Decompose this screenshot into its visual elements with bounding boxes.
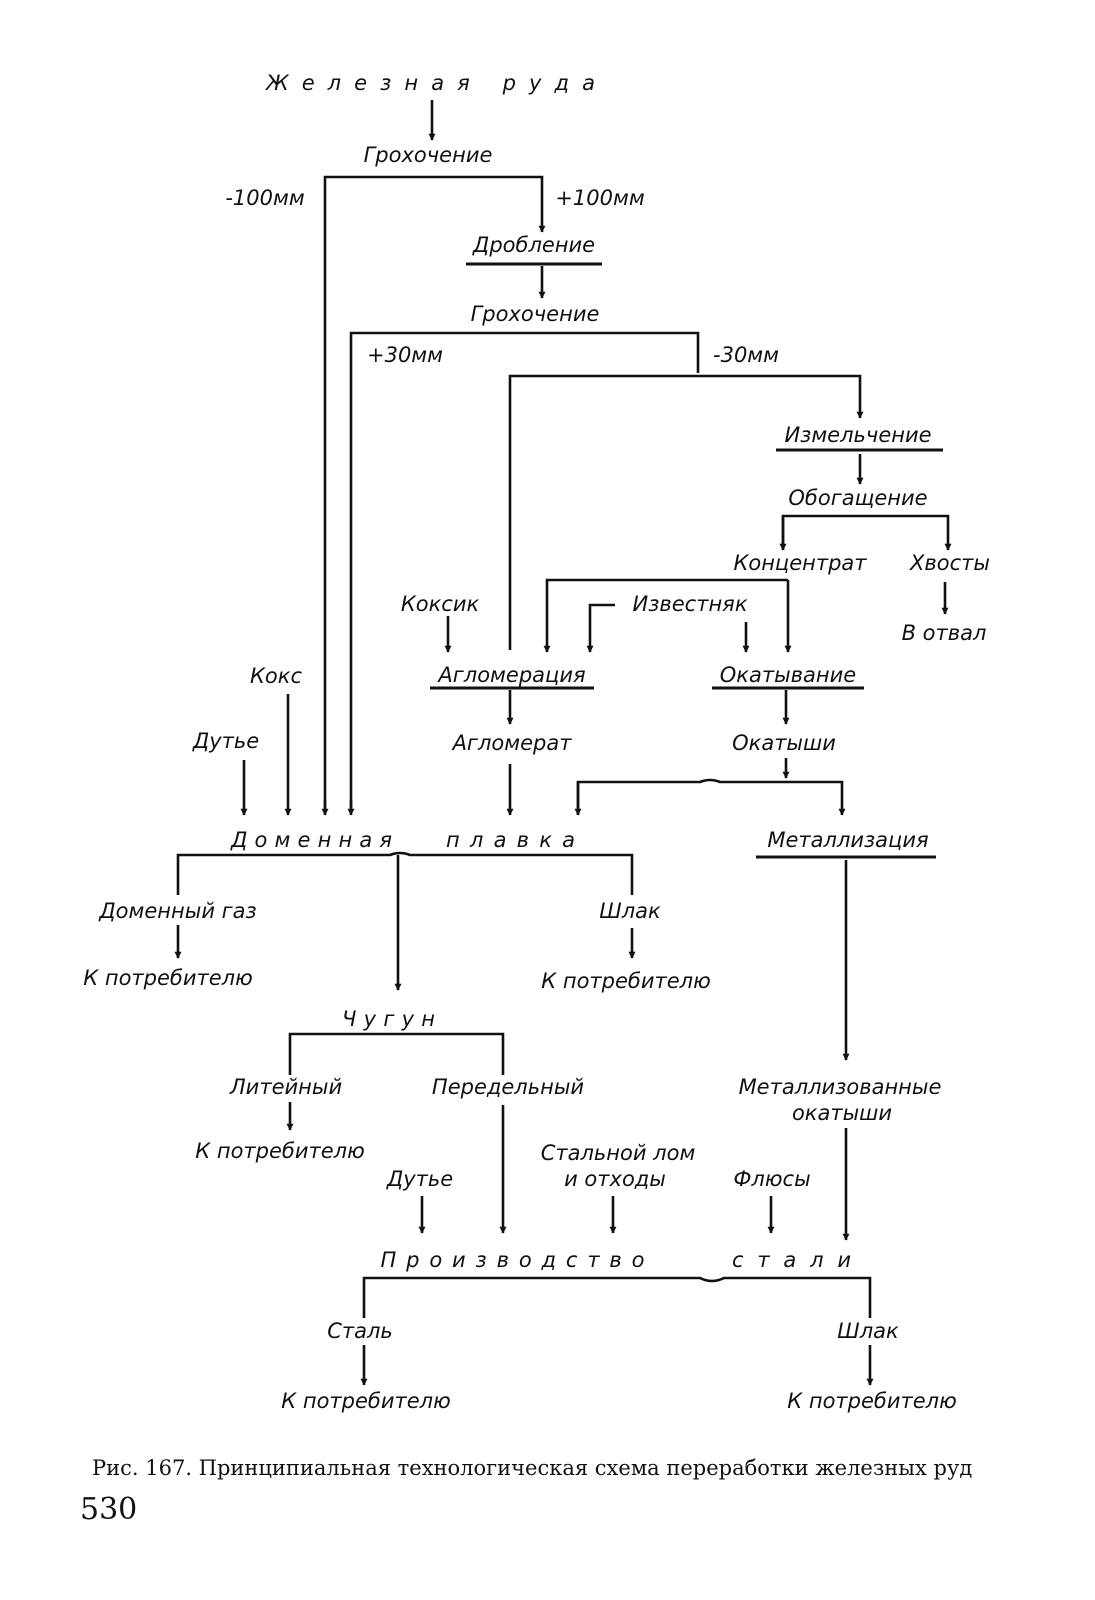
branch-screening-1 (323, 175, 546, 808)
label-coke: Кокс (250, 664, 302, 688)
label-minus-100mm: -100мм (225, 186, 305, 210)
label-to-dump: В отвал (902, 621, 987, 645)
arrow-concentrate-to-agglomeration (543, 578, 788, 653)
bar-pig-iron (288, 1032, 505, 1075)
label-metallized-pellets-1: Металлизованные (739, 1075, 942, 1099)
label-steel-slag-to-consumer: К потребителю (787, 1389, 957, 1413)
label-plus-100mm: +100мм (555, 186, 645, 210)
label-metallization: Металлизация (767, 828, 928, 852)
arrow-limestone-to-agglomeration (586, 603, 615, 653)
page-number: 530 (80, 1492, 138, 1527)
label-pellets: Окатыши (732, 731, 836, 755)
label-steel-to-consumer: К потребителю (281, 1389, 451, 1413)
label-screening-1: Грохочение (364, 143, 493, 167)
connectors (174, 100, 952, 1386)
label-bf-gas-to-consumer: К потребителю (83, 966, 253, 990)
label-beneficiation: Обогащение (788, 486, 927, 510)
label-blast-2: Дутье (386, 1167, 453, 1191)
label-crushing: Дробление (472, 233, 595, 257)
branch-screening-2 (349, 331, 700, 808)
label-foundry-to-consumer: К потребителю (195, 1139, 365, 1163)
label-iron-ore: Железная руда (264, 71, 606, 95)
labels: Железная руда Грохочение -100мм +100мм Д… (83, 71, 990, 1413)
label-foundry: Литейный (229, 1075, 342, 1099)
label-steelmaking-2: стали (732, 1248, 862, 1272)
label-bf-gas: Доменный газ (98, 899, 256, 923)
label-bf-slag-to-consumer: К потребителю (541, 969, 711, 993)
bar-blast-furnace-outputs (176, 851, 634, 895)
label-steel-scrap-1: Стальной лом (541, 1141, 696, 1165)
label-screening-2: Грохочение (471, 302, 600, 326)
label-grinding: Измельчение (784, 423, 931, 447)
label-blast-furnace-1: Доменная (230, 828, 403, 852)
branch-minus-30 (508, 374, 864, 650)
process-underlines (430, 262, 943, 859)
label-bf-slag: Шлак (599, 899, 661, 923)
label-agglomerate: Агломерат (451, 731, 573, 755)
label-agglomeration: Агломерация (436, 663, 585, 687)
label-concentrate: Концентрат (733, 551, 867, 575)
label-blast-furnace-2: плавка (446, 828, 586, 852)
label-coke-breeze: Коксик (401, 592, 480, 616)
label-steel: Сталь (327, 1319, 393, 1343)
branch-concentrate (781, 514, 952, 551)
figure-caption: Рис. 167. Принципиальная технологическая… (92, 1456, 973, 1480)
label-fluxes: Флюсы (733, 1167, 810, 1191)
label-limestone: Известняк (633, 592, 748, 616)
branch-pellets (576, 778, 846, 816)
label-steel-slag: Шлак (837, 1319, 899, 1343)
label-plus-30mm: +30мм (367, 343, 443, 367)
label-pig-iron: Чугун (342, 1007, 446, 1031)
label-metallized-pellets-2: окатыши (792, 1101, 892, 1125)
label-conversion: Передельный (432, 1075, 584, 1099)
bar-steelmaking-outputs (362, 1276, 872, 1318)
label-pelletizing: Окатывание (720, 663, 856, 687)
label-minus-30mm: -30мм (713, 343, 779, 367)
label-steel-scrap-2: и отходы (564, 1167, 666, 1191)
label-blast: Дутье (192, 729, 259, 753)
label-tailings: Хвосты (909, 551, 990, 575)
label-steelmaking-1: Производство (381, 1248, 656, 1272)
